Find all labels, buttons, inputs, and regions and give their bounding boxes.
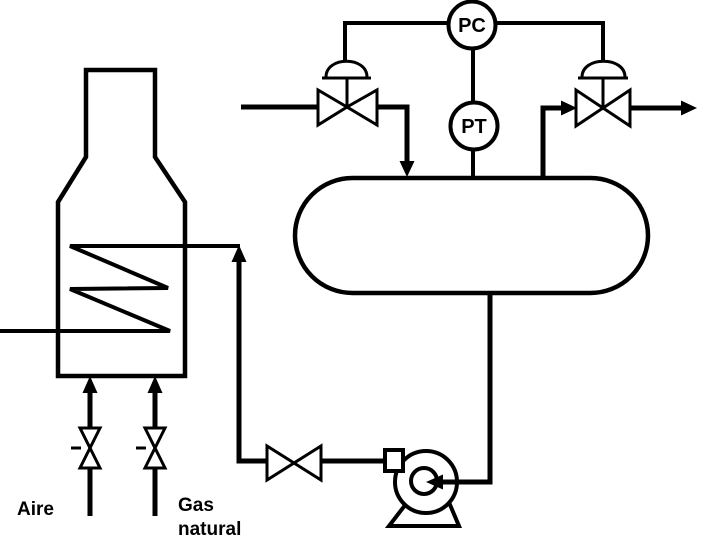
- air-valve-icon: [77, 426, 103, 452]
- vapor-control-valve-assembly: [540, 59, 697, 178]
- gas-valve-icon-lower: [142, 444, 168, 470]
- air-feed-line: [71, 376, 103, 516]
- feed-to-drum-pipe: [377, 104, 410, 162]
- pressure-controller-bubble: [446, 0, 498, 51]
- recycle-valve-icon: [265, 443, 297, 483]
- pump-discharge-nozzle: [383, 448, 405, 473]
- pressure-controller: PC: [446, 0, 498, 51]
- recycle-line: [231, 245, 386, 483]
- gas-up-arrow-icon: [147, 376, 163, 393]
- furnace-coil: [0, 244, 240, 333]
- furnace-shell: [55, 67, 188, 379]
- pressure-transmitter-tag: PT: [461, 116, 487, 138]
- coil-inlet-up-arrow-icon: [231, 245, 247, 262]
- riser-pipe: [236, 252, 268, 464]
- drum-bottom-pipe: [455, 293, 493, 485]
- flash-drum: [292, 175, 651, 296]
- feed-valve-actuator-icon: [324, 59, 369, 78]
- furnace: [0, 67, 240, 379]
- pressure-transmitter-bubble: [448, 100, 500, 152]
- air-valve-icon-lower: [77, 444, 103, 470]
- outlet-right-arrow-icon: [681, 100, 697, 116]
- gas-feed-label-line1: Gas: [178, 495, 214, 516]
- pump-suction-left-arrow-icon: [426, 474, 443, 490]
- drum-vapor-pipe: [540, 105, 561, 178]
- air-feed-label: Aire: [17, 499, 54, 520]
- pressure-controller-tag: PC: [458, 15, 486, 37]
- pressure-transmitter: PT: [448, 100, 500, 152]
- pump: [383, 448, 490, 528]
- vapor-valve-actuator-icon: [580, 59, 627, 78]
- gas-feed-line: [136, 376, 168, 516]
- gas-valve-icon: [142, 426, 168, 452]
- gas-feed-label-line2: natural: [178, 519, 241, 540]
- drum-inlet-down-arrow-icon: [399, 161, 415, 177]
- valve-inlet-right-arrow-icon: [561, 100, 577, 116]
- air-up-arrow-icon: [82, 376, 98, 393]
- feed-control-valve-icon: [316, 87, 350, 128]
- recycle-valve-icon-right: [291, 443, 323, 483]
- feed-control-valve-icon-right: [344, 87, 379, 128]
- feed-control-valve-assembly: [241, 59, 415, 177]
- vapor-control-valve-icon: [574, 87, 606, 129]
- vapor-control-valve-icon-right: [600, 87, 632, 129]
